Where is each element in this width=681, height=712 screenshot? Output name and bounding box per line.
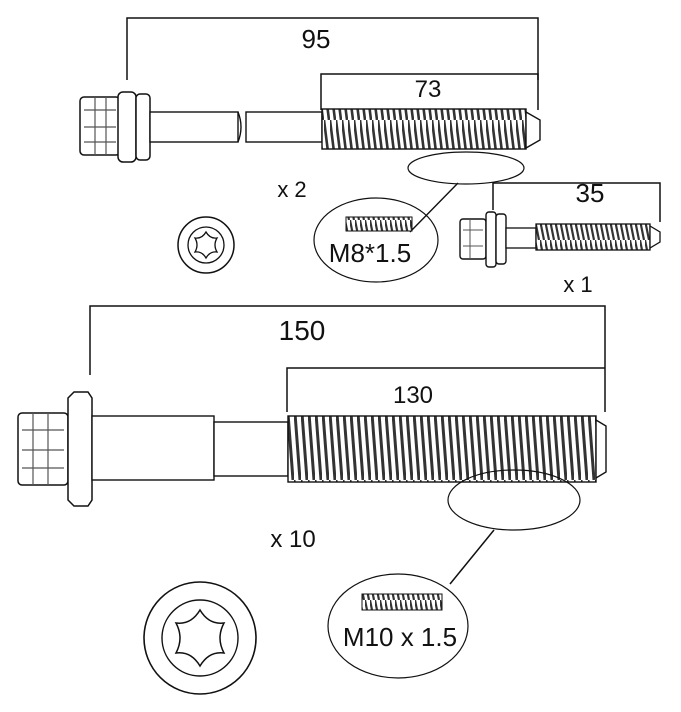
- bolt-c-quantity-label: x 10: [270, 526, 315, 553]
- bolt-a-drawing: [79, 91, 541, 163]
- bolt-c-thread-callout-ellipse: [447, 469, 581, 531]
- bolt-a-quantity-label: x 2: [277, 177, 306, 202]
- bolt-c-thread-length-label: 130: [393, 382, 433, 409]
- bolt-b-quantity-label: x 1: [563, 272, 592, 297]
- bolt-a-thread-detail-ellipse: [313, 197, 439, 283]
- bolt-b-length-label: 35: [576, 178, 605, 208]
- bolt-a-thread-callout-ellipse: [407, 151, 525, 185]
- bolt-a-thread-sample: [345, 216, 413, 232]
- bolt-c-drawing: [17, 391, 607, 507]
- bolt-b: 35 x 1: [459, 178, 661, 297]
- bolt-b-drawing: [459, 211, 661, 268]
- bolt-b-dimension-line: [492, 182, 661, 222]
- bolt-a-thread-dimension-line: [320, 73, 539, 110]
- bolt-c: 150 130 x 10 M10 x 1.5: [17, 305, 607, 695]
- bolt-a-thread-spec-label: M8*1.5: [329, 238, 411, 268]
- bolt-c-thread-sample: [361, 593, 443, 611]
- bolt-c-thread-detail-ellipse: [327, 573, 469, 679]
- bolt-a-overall-dimension-line: [126, 17, 539, 80]
- bolt-c-thread-spec-label: M10 x 1.5: [343, 622, 457, 652]
- bolt-c-thread-dimension-line: [286, 367, 605, 412]
- torx-head-icon: [143, 581, 257, 695]
- bolt-a-callout-leader: [409, 182, 459, 233]
- bolt-a: 95 73 x 2 M8*1.5: [79, 17, 541, 283]
- bolt-c-overall-length-label: 150: [279, 315, 326, 346]
- bolt-c-callout-leader: [449, 529, 495, 585]
- torx-head-icon: [177, 216, 235, 274]
- bolt-a-thread-length-label: 73: [415, 76, 442, 103]
- bolt-a-overall-length-label: 95: [302, 24, 331, 54]
- bolt-c-overall-dimension-line: [89, 305, 606, 412]
